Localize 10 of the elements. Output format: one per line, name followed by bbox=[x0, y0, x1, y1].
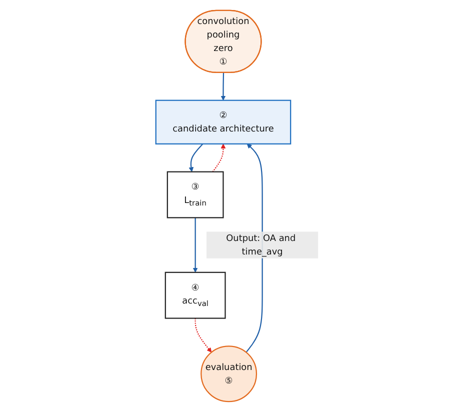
edge-label: Output: OA and time_avg bbox=[226, 232, 296, 257]
arrow bbox=[188, 144, 204, 172]
node-box: ③ L$_{train}$ bbox=[166, 171, 224, 218]
node-box: ② candidate architecture bbox=[155, 100, 292, 144]
arrow bbox=[212, 144, 226, 172]
arrow bbox=[220, 72, 226, 101]
arrow bbox=[194, 318, 212, 353]
node-box: ④ acc$_{val}$ bbox=[164, 272, 226, 319]
node-circle: evaluation ⑤ bbox=[200, 346, 258, 402]
arrow bbox=[192, 218, 198, 273]
